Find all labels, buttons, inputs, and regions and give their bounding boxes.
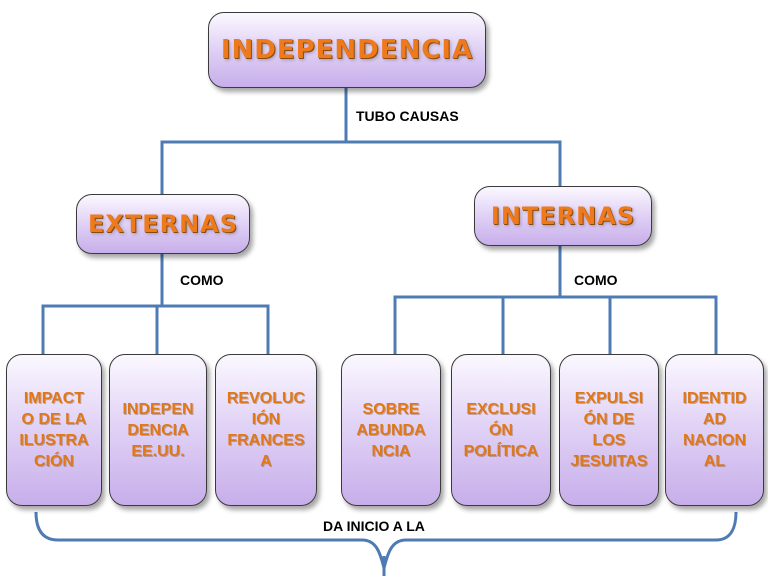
root-node: INDEPENDENCIA: [208, 12, 486, 88]
internas-child-3: EXPULSI ÓN DE LOS JESUITAS: [559, 354, 659, 506]
internas-child-4: IDENTID AD NACION AL: [665, 354, 764, 506]
internas-child-1: SOBRE ABUNDA NCIA: [341, 354, 441, 506]
externas-child-1: IMPACT O DE LA ILUSTRA CIÓN: [6, 354, 102, 506]
branch-externas-title: EXTERNAS: [87, 210, 239, 238]
externas-child-2: INDEPEN DENCIA EE.UU.: [109, 354, 207, 506]
internas-child-3-text: EXPULSI ÓN DE LOS JESUITAS: [570, 390, 648, 470]
externas-child-3-text: REVOLUC IÓN FRANCES A: [226, 390, 306, 470]
branch-externas: EXTERNAS: [76, 194, 250, 254]
internas-link-label: COMO: [574, 272, 618, 288]
externas-link-label: COMO: [180, 272, 224, 288]
externas-child-2-text: INDEPEN DENCIA EE.UU.: [122, 400, 194, 460]
internas-child-1-text: SOBRE ABUNDA NCIA: [356, 400, 426, 460]
externas-child-3: REVOLUC IÓN FRANCES A: [215, 354, 317, 506]
internas-child-2: EXCLUSI ÓN POLÍTICA: [451, 354, 551, 506]
branch-internas: INTERNAS: [474, 186, 652, 246]
root-title: INDEPENDENCIA: [220, 35, 474, 65]
internas-child-4-text: IDENTID AD NACION AL: [682, 390, 747, 470]
root-link-label: TUBO CAUSAS: [356, 108, 459, 124]
externas-child-1-text: IMPACT O DE LA ILUSTRA CIÓN: [19, 390, 89, 470]
branch-internas-title: INTERNAS: [490, 202, 636, 230]
bottom-link-label: DA INICIO A LA: [323, 518, 425, 534]
internas-child-2-text: EXCLUSI ÓN POLÍTICA: [463, 400, 539, 460]
